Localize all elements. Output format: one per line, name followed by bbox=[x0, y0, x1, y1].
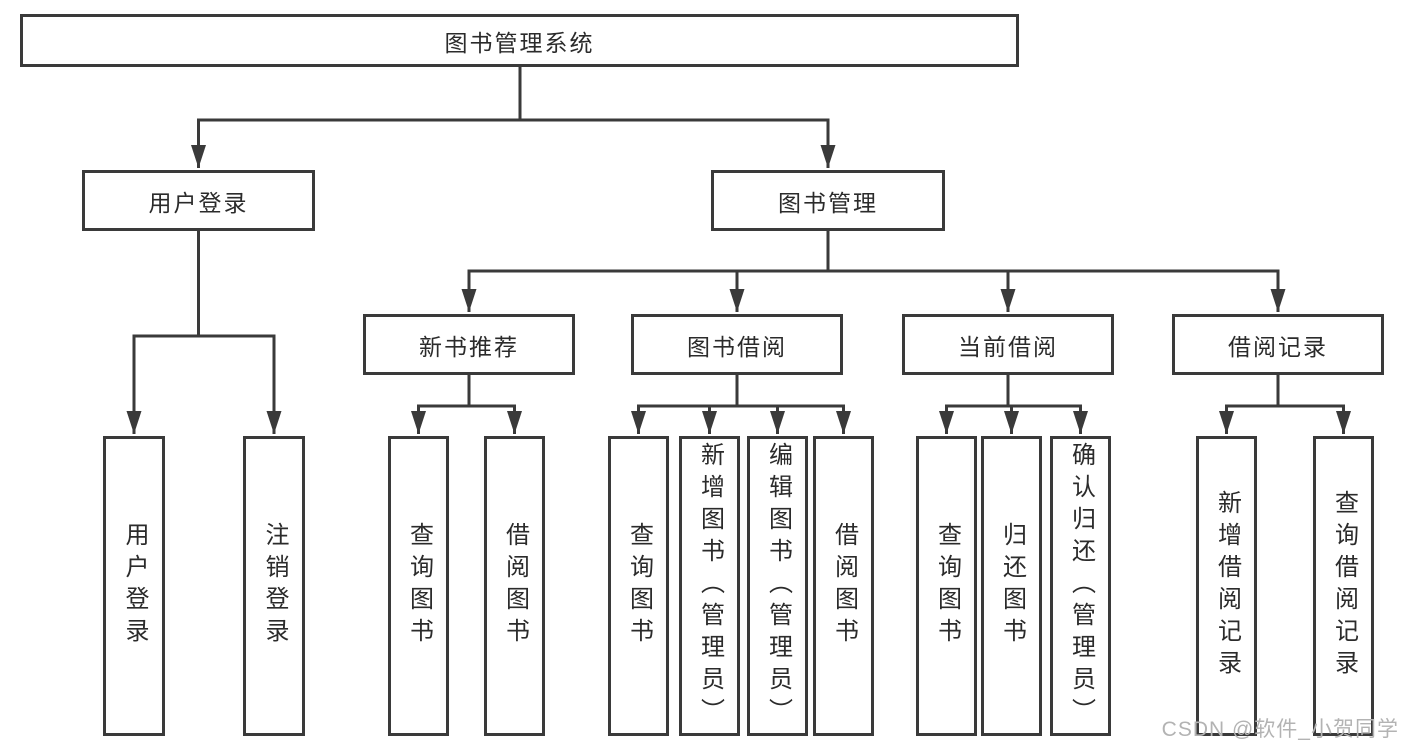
connector-book-borrow-to-leaves bbox=[631, 375, 851, 434]
node-label: 图书管理 bbox=[778, 189, 878, 216]
connector-user-login-to-leaves bbox=[126, 230, 282, 434]
node-library-management-system: 图书管理系统 bbox=[20, 14, 1019, 67]
node-label: 注销登录 bbox=[261, 522, 288, 650]
node-book-management: 图书管理 bbox=[711, 170, 945, 231]
node-current-borrowing: 当前借阅 bbox=[902, 314, 1114, 375]
node-label: 用户登录 bbox=[121, 522, 148, 650]
connector-borrow-records-to-leaves bbox=[1219, 375, 1351, 434]
node-label: 查询图书 bbox=[933, 522, 961, 650]
leaf-edit-book-admin: 编辑图书（管理员） bbox=[747, 436, 808, 736]
leaf-add-borrow-record: 新增借阅记录 bbox=[1196, 436, 1257, 736]
leaf-query-books-borrow: 查询图书 bbox=[608, 436, 669, 736]
leaf-logout: 注销登录 bbox=[243, 436, 305, 736]
leaf-query-books-current: 查询图书 bbox=[916, 436, 977, 736]
node-label: 归还图书 bbox=[998, 522, 1026, 650]
node-label: 确认归还（管理员） bbox=[1067, 442, 1095, 730]
node-label: 新书推荐 bbox=[419, 333, 519, 360]
node-label: 查询图书 bbox=[405, 522, 433, 650]
leaf-query-borrow-record: 查询借阅记录 bbox=[1313, 436, 1374, 736]
leaf-borrow-books: 借阅图书 bbox=[813, 436, 874, 736]
leaf-return-book: 归还图书 bbox=[981, 436, 1042, 736]
node-label: 新增图书（管理员） bbox=[696, 442, 724, 730]
connector-book-management-to-level3 bbox=[461, 230, 1286, 312]
node-label: 借阅图书 bbox=[501, 522, 529, 650]
leaf-user-login: 用户登录 bbox=[103, 436, 165, 736]
node-label: 编辑图书（管理员） bbox=[764, 442, 792, 730]
node-label: 用户登录 bbox=[148, 189, 249, 216]
connector-new-book-to-leaves bbox=[411, 375, 522, 434]
node-label: 图书借阅 bbox=[687, 333, 787, 360]
leaf-confirm-return-admin: 确认归还（管理员） bbox=[1050, 436, 1111, 736]
node-label: 借阅记录 bbox=[1228, 333, 1328, 360]
leaf-query-books-recommend: 查询图书 bbox=[388, 436, 449, 736]
csdn-watermark: CSDN @软件_小贺同学 bbox=[1161, 718, 1399, 741]
node-new-book-recommendation: 新书推荐 bbox=[363, 314, 575, 375]
node-label: 查询图书 bbox=[625, 522, 653, 650]
connector-root-to-level2 bbox=[191, 66, 836, 168]
connector-current-borrow-to-leaves bbox=[939, 375, 1088, 434]
node-label: 新增借阅记录 bbox=[1213, 490, 1241, 682]
node-book-borrowing: 图书借阅 bbox=[631, 314, 843, 375]
node-user-login: 用户登录 bbox=[82, 170, 315, 231]
leaf-add-book-admin: 新增图书（管理员） bbox=[679, 436, 740, 736]
node-borrowing-records: 借阅记录 bbox=[1172, 314, 1384, 375]
node-label: 借阅图书 bbox=[830, 522, 858, 650]
node-label: 当前借阅 bbox=[958, 333, 1058, 360]
node-label: 图书管理系统 bbox=[444, 29, 595, 56]
leaf-borrow-books-recommend: 借阅图书 bbox=[484, 436, 545, 736]
node-label: 查询借阅记录 bbox=[1330, 490, 1358, 682]
